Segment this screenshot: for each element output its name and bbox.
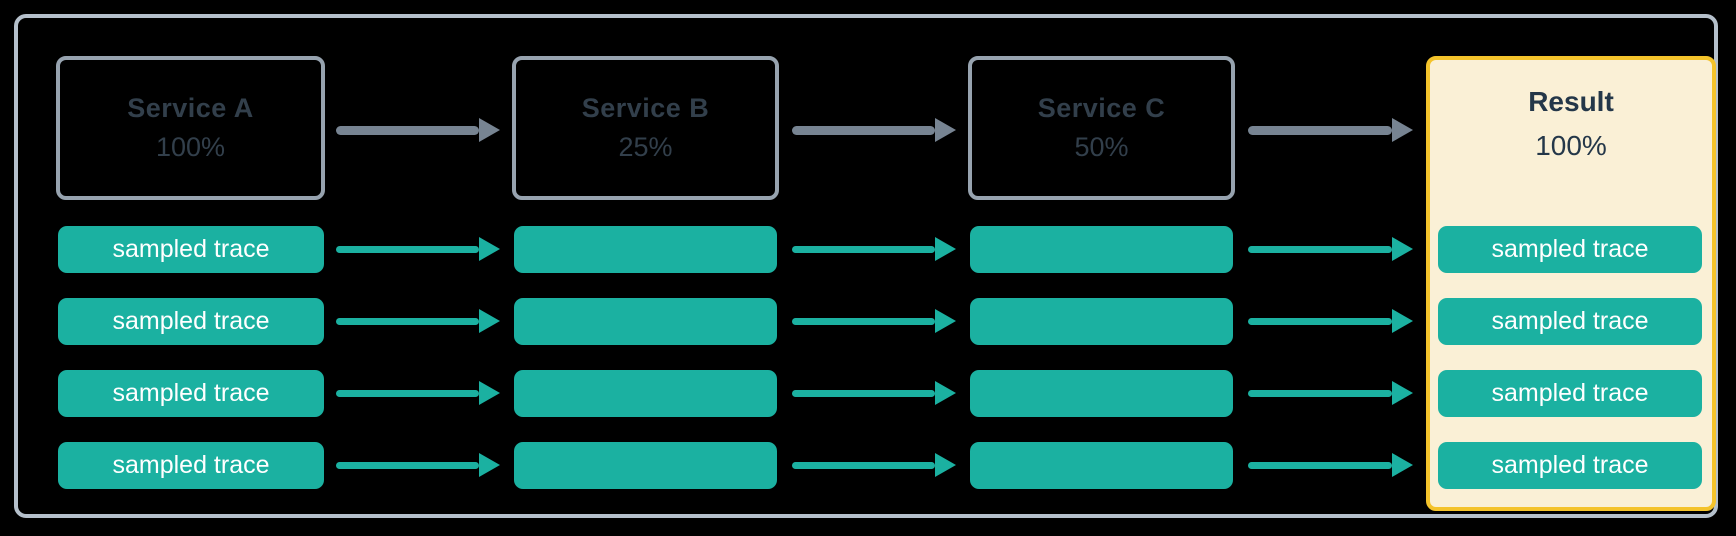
arrow-right-icon xyxy=(336,117,500,143)
arrow-right-icon xyxy=(1248,453,1413,477)
node-service-b: Service B 25% xyxy=(512,56,779,200)
trace-bar xyxy=(970,370,1233,417)
node-service-a-label: Service A xyxy=(127,93,254,123)
node-service-b-label: Service B xyxy=(581,93,710,123)
trace-bar xyxy=(970,442,1233,489)
trace-bar: sampled trace xyxy=(58,442,324,489)
diagram-frame: Service A 100% Service B 25% Service C 5… xyxy=(14,14,1718,518)
trace-bar: sampled trace xyxy=(58,298,324,345)
node-result-rate: 100% xyxy=(1535,130,1607,161)
node-service-a: Service A 100% xyxy=(56,56,325,200)
node-result-label: Result xyxy=(1528,86,1614,117)
trace-bar: sampled trace xyxy=(58,226,324,273)
node-service-c-label: Service C xyxy=(1037,93,1166,123)
arrow-right-icon xyxy=(1248,117,1413,143)
arrow-right-icon xyxy=(336,453,500,477)
arrow-right-icon xyxy=(1248,237,1413,261)
node-result: Result 100% xyxy=(1426,56,1716,511)
arrow-right-icon xyxy=(792,381,956,405)
trace-bar xyxy=(514,226,777,273)
node-service-c: Service C 50% xyxy=(968,56,1235,200)
trace-bar xyxy=(970,226,1233,273)
node-service-c-rate: 50% xyxy=(1074,132,1129,162)
arrow-right-icon xyxy=(1248,309,1413,333)
arrow-right-icon xyxy=(792,453,956,477)
arrow-right-icon xyxy=(792,117,956,143)
arrow-right-icon xyxy=(792,237,956,261)
node-service-b-rate: 25% xyxy=(618,132,673,162)
trace-bar: sampled trace xyxy=(1438,298,1702,345)
trace-bar: sampled trace xyxy=(1438,226,1702,273)
arrow-right-icon xyxy=(336,381,500,405)
trace-bar xyxy=(970,298,1233,345)
trace-bar xyxy=(514,370,777,417)
trace-bar xyxy=(514,298,777,345)
trace-bar: sampled trace xyxy=(1438,370,1702,417)
arrow-right-icon xyxy=(792,309,956,333)
trace-bar: sampled trace xyxy=(1438,442,1702,489)
arrow-right-icon xyxy=(336,237,500,261)
arrow-right-icon xyxy=(1248,381,1413,405)
trace-bar xyxy=(514,442,777,489)
node-service-a-rate: 100% xyxy=(155,132,226,162)
arrow-right-icon xyxy=(336,309,500,333)
trace-bar: sampled trace xyxy=(58,370,324,417)
